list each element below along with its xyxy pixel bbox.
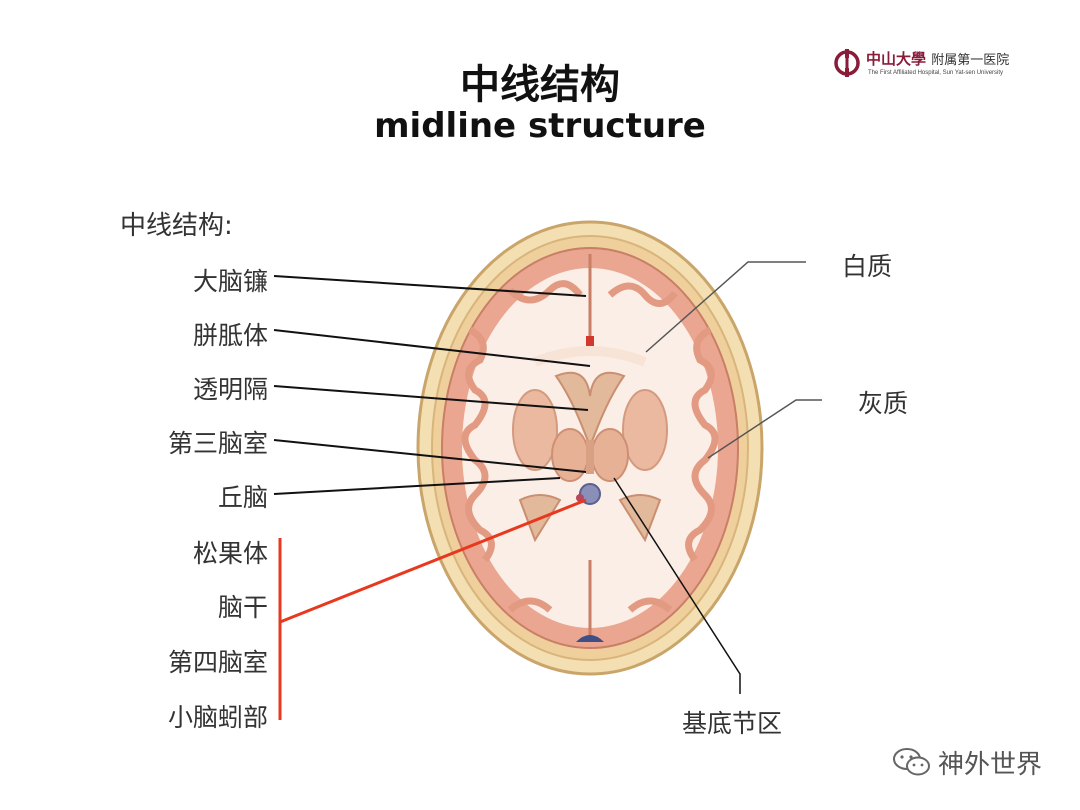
- logo-department-name: 附属第一医院: [931, 53, 1010, 68]
- logo-text-cn: 中山大學 附属第一医院: [866, 48, 1009, 69]
- lateral-ventricles: [554, 371, 626, 449]
- page-title: 中线结构: [460, 62, 620, 108]
- leader-septum-pellucidum: [273, 385, 589, 411]
- label-white-matter: 白质: [842, 252, 893, 281]
- leader-gray-matter: [707, 399, 822, 459]
- leader-falx-cerebri: [273, 275, 587, 297]
- logo-text-en: The First Affiliated Hospital, Sun Yat-s…: [868, 70, 1004, 76]
- label-gray-matter: 灰质: [858, 389, 909, 418]
- hospital-logo: 中山大學 附属第一医院 The First Affiliated Hospita…: [832, 46, 1047, 84]
- falx-vessel: [586, 336, 594, 346]
- thalamus-left: [551, 428, 589, 482]
- straight-sinus: [576, 635, 604, 642]
- gyri-frontal: [507, 280, 678, 307]
- label-corpus-callosum: 胼胝体: [192, 321, 268, 350]
- bracket-leader: [279, 498, 587, 624]
- university-emblem-icon: [834, 49, 860, 77]
- label-falx-cerebri: 大脑镰: [192, 267, 268, 296]
- gyri-left: [461, 326, 495, 563]
- thalamus-right: [591, 428, 629, 482]
- third-ventricle: [586, 440, 594, 474]
- corpus-callosum: [533, 346, 647, 367]
- leader-corpus-callosum: [273, 329, 591, 367]
- basal-ganglia-right: [622, 389, 668, 471]
- leader-thalamus: [273, 477, 561, 495]
- label-brainstem: 脑干: [217, 593, 268, 622]
- watermark-text: 神外世界: [938, 750, 1043, 780]
- wechat-icon: [893, 748, 930, 776]
- label-septum-pellucidum: 透明隔: [192, 375, 268, 404]
- gyri-right: [685, 326, 719, 563]
- label-cerebellar-vermis: 小脑蚓部: [167, 703, 268, 732]
- leader-white-matter: [645, 261, 806, 353]
- structure-list-title: 中线结构:: [120, 211, 233, 241]
- label-basal-ganglia: 基底节区: [682, 709, 783, 738]
- label-fourth-ventricle: 第四脑室: [167, 648, 268, 677]
- leader-third-ventricle: [273, 439, 587, 473]
- leader-basal-ganglia: [613, 477, 741, 694]
- page-subtitle: midline structure: [374, 106, 706, 146]
- basal-ganglia-left: [512, 389, 558, 471]
- label-pineal-body: 松果体: [192, 539, 268, 568]
- label-thalamus: 丘脑: [217, 483, 268, 512]
- label-third-ventricle: 第三脑室: [167, 429, 268, 458]
- gyri-occipital: [507, 597, 673, 613]
- logo-university-name: 中山大學: [866, 50, 927, 68]
